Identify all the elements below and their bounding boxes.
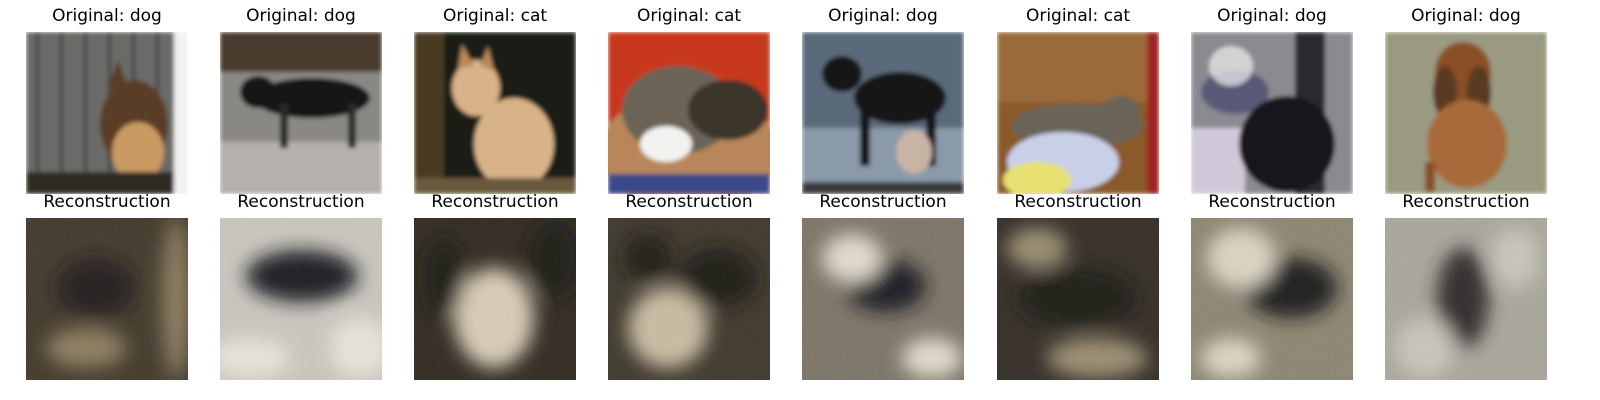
reconstruction-title-1: Reconstruction xyxy=(43,192,171,212)
reconstruction-image-1 xyxy=(26,218,188,380)
original-image-4 xyxy=(608,32,770,194)
original-title-1: Original: dog xyxy=(52,6,162,26)
reconstruction-title-4: Reconstruction xyxy=(625,192,753,212)
original-title-5: Original: dog xyxy=(828,6,938,26)
reconstruction-image-6 xyxy=(997,218,1159,380)
original-title-7: Original: dog xyxy=(1217,6,1327,26)
reconstruction-image-8 xyxy=(1385,218,1547,380)
original-image-8 xyxy=(1385,32,1547,194)
reconstruction-image-3 xyxy=(414,218,576,380)
reconstruction-title-5: Reconstruction xyxy=(819,192,947,212)
reconstruction-image-7 xyxy=(1191,218,1353,380)
reconstruction-title-7: Reconstruction xyxy=(1208,192,1336,212)
original-image-5 xyxy=(802,32,964,194)
reconstruction-image-4 xyxy=(608,218,770,380)
original-image-2 xyxy=(220,32,382,194)
original-title-6: Original: cat xyxy=(1025,6,1131,26)
reconstruction-image-5 xyxy=(802,218,964,380)
original-image-7 xyxy=(1191,32,1353,194)
original-title-3: Original: cat xyxy=(442,6,548,26)
original-title-2: Original: dog xyxy=(246,6,356,26)
reconstruction-title-8: Reconstruction xyxy=(1402,192,1530,212)
original-title-4: Original: cat xyxy=(636,6,742,26)
reconstruction-title-6: Reconstruction xyxy=(1014,192,1142,212)
reconstruction-title-2: Reconstruction xyxy=(237,192,365,212)
reconstruction-title-3: Reconstruction xyxy=(431,192,559,212)
original-image-1 xyxy=(26,32,188,194)
original-image-6 xyxy=(997,32,1159,194)
original-title-8: Original: dog xyxy=(1411,6,1521,26)
reconstruction-image-2 xyxy=(220,218,382,380)
original-image-3 xyxy=(414,32,576,194)
